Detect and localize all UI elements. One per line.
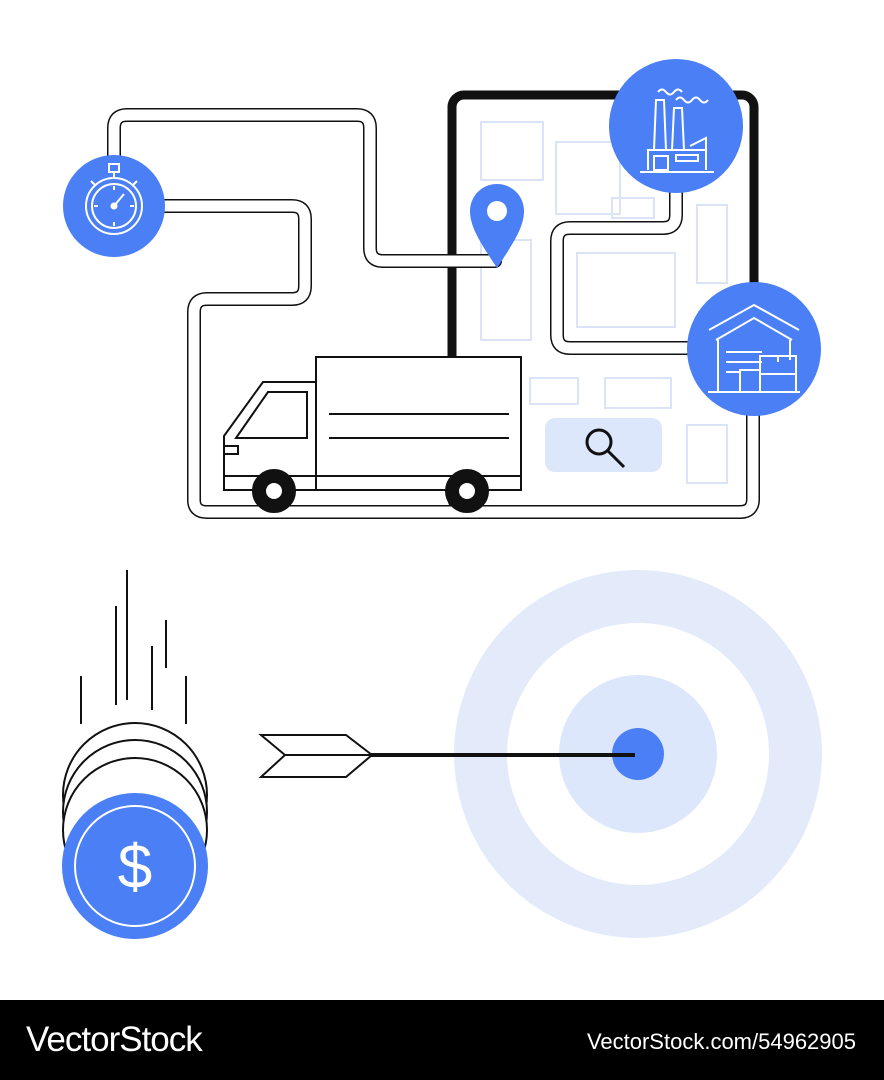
logistics-illustration: $	[62, 59, 822, 939]
factory-icon	[640, 88, 714, 173]
stopwatch-badge	[63, 155, 165, 257]
route-roads	[107, 108, 760, 519]
svg-text:$: $	[118, 833, 152, 902]
delivery-truck-icon	[223, 356, 522, 513]
watermark-footer: VectorStock VectorStock.com/54962905	[0, 1000, 884, 1080]
warehouse-icon	[708, 303, 800, 393]
map-pin-icon	[470, 184, 524, 268]
falling-coins: $	[62, 570, 208, 939]
target-icon	[454, 570, 822, 938]
warehouse-badge	[687, 282, 821, 416]
arrow-icon	[258, 734, 635, 778]
search-box[interactable]	[545, 418, 662, 472]
map-blocks	[480, 121, 728, 484]
vectorstock-logo: VectorStock	[26, 1020, 203, 1059]
search-icon	[585, 428, 626, 469]
motion-lines	[80, 570, 187, 724]
stopwatch-icon	[85, 163, 143, 235]
dollar-coin-icon: $	[62, 793, 208, 939]
image-id-text: VectorStock.com/54962905	[586, 1029, 856, 1054]
factory-badge	[609, 59, 743, 193]
